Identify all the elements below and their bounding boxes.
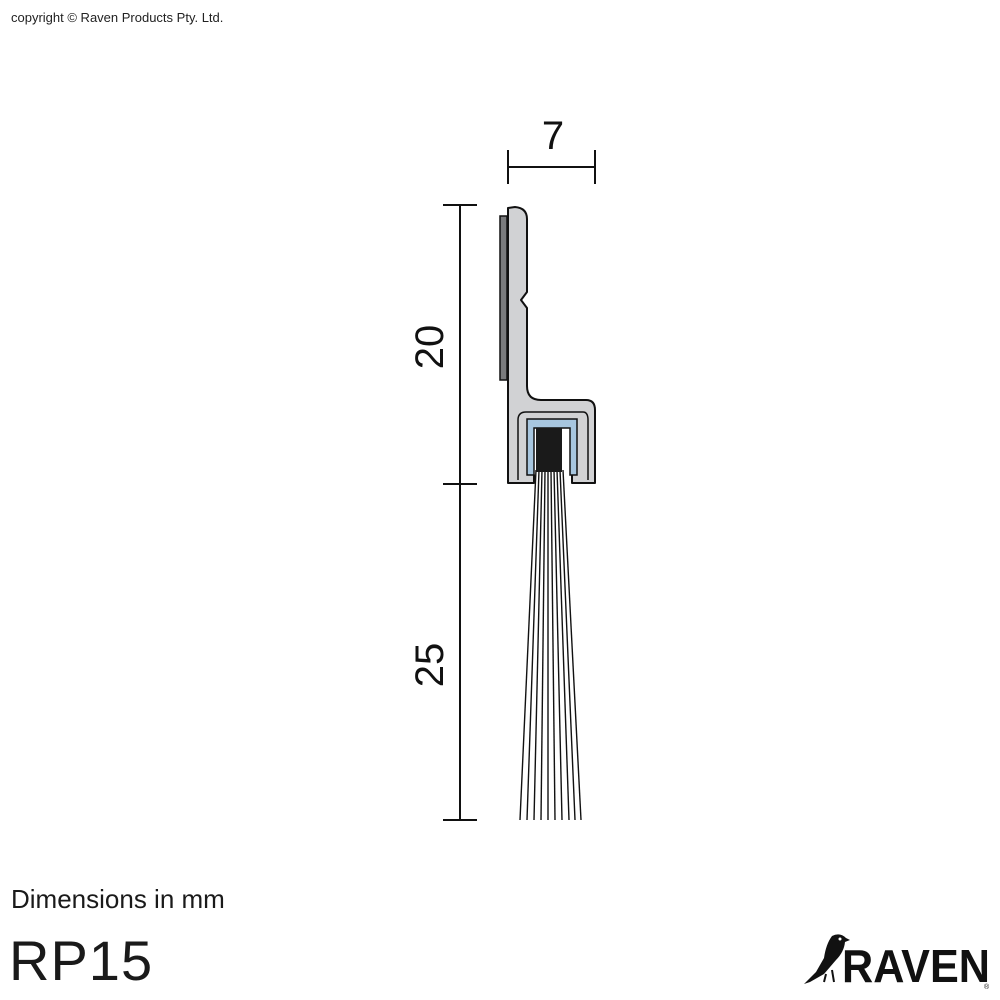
product-code: RP15 <box>9 929 154 992</box>
brush-filaments <box>519 469 582 821</box>
registered-mark: ® <box>984 983 990 990</box>
width-label: 7 <box>542 114 564 158</box>
brush-base <box>536 428 562 472</box>
brush-height-label: 25 <box>408 643 452 688</box>
height-dimension: 20 25 <box>408 204 477 821</box>
raven-bird-icon <box>804 934 850 984</box>
width-dimension: 7 <box>507 114 596 184</box>
dimension-note: Dimensions in mm <box>11 884 225 914</box>
brand-name: RAVEN <box>842 940 990 990</box>
adhesive-tape <box>499 215 508 381</box>
carrier-channel <box>517 411 589 480</box>
carrier-height-label: 20 <box>408 325 452 370</box>
brush-insert <box>526 418 578 476</box>
raven-logo: RAVEN ® <box>804 934 990 990</box>
copyright-text: copyright © Raven Products Pty. Ltd. <box>11 10 224 25</box>
